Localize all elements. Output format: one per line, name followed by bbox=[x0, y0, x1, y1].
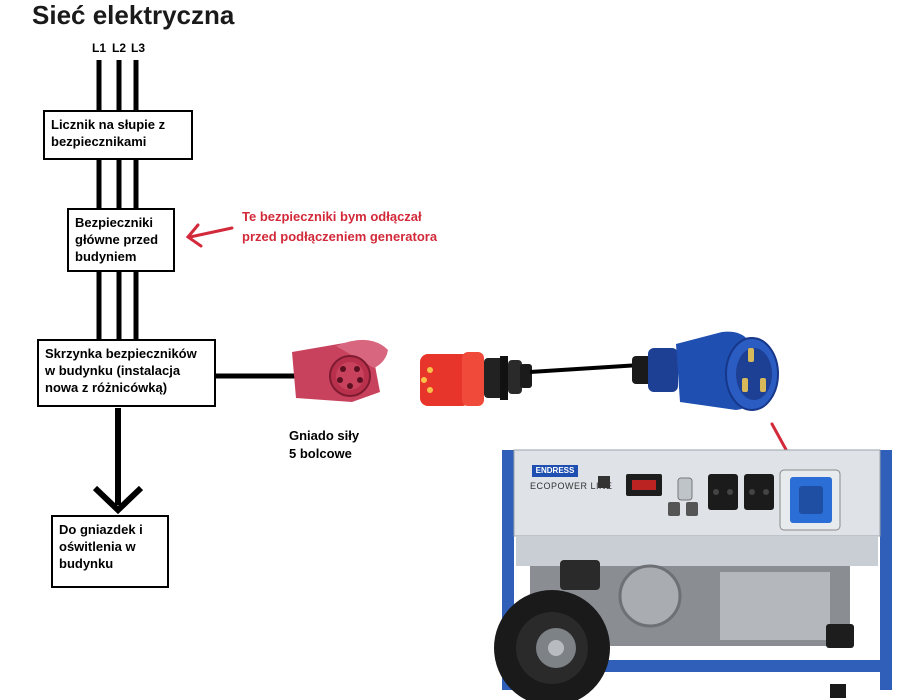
phase-label-l3: L3 bbox=[131, 41, 146, 55]
annotation-line-1: Te bezpieczniki bym odłączał bbox=[242, 209, 422, 224]
annotation-text: Te bezpieczniki bym odłączał przed podłą… bbox=[242, 207, 437, 247]
main-fuses-label: Bezpieczniki główne przed budyniem bbox=[75, 215, 159, 264]
socket-caption: Gniado siły 5 bolcowe bbox=[289, 427, 359, 463]
fuse-box-label: Skrzynka bezpieczników w budynku (instal… bbox=[45, 346, 197, 395]
phase-label-l2: L2 bbox=[112, 41, 127, 55]
page-title: Sieć elektryczna bbox=[32, 0, 235, 30]
outlets-box: Do gniazdek i oświtlenia w budynku bbox=[51, 515, 169, 588]
socket-caption-line-2: 5 bolcowe bbox=[289, 446, 352, 461]
outlets-box-label: Do gniazdek i oświtlenia w budynku bbox=[59, 522, 143, 571]
meter-box: Licznik na słupie z bezpiecznikami bbox=[43, 110, 193, 160]
meter-box-label: Licznik na słupie z bezpiecznikami bbox=[51, 117, 166, 149]
cee-plug-red bbox=[420, 352, 532, 406]
annotation-arrow bbox=[185, 223, 234, 248]
annotation-line-2: przed podłączeniem generatora bbox=[242, 229, 438, 244]
cee-plug-blue bbox=[632, 331, 779, 411]
fuse-box: Skrzynka bezpieczników w budynku (instal… bbox=[37, 339, 216, 407]
socket-caption-line-1: Gniado siły bbox=[289, 428, 360, 443]
down-arrow bbox=[92, 408, 144, 515]
generator bbox=[494, 449, 892, 700]
cee-socket-pink bbox=[292, 339, 388, 402]
phase-label-l1: L1 bbox=[92, 41, 107, 55]
generator-model-label: ECOPOWER LINE bbox=[530, 481, 613, 491]
extension-cable bbox=[529, 363, 641, 374]
main-fuses-box: Bezpieczniki główne przed budyniem bbox=[67, 208, 175, 272]
generator-brand-label: ENDRESS bbox=[532, 465, 578, 477]
phase-lines bbox=[96, 60, 139, 340]
